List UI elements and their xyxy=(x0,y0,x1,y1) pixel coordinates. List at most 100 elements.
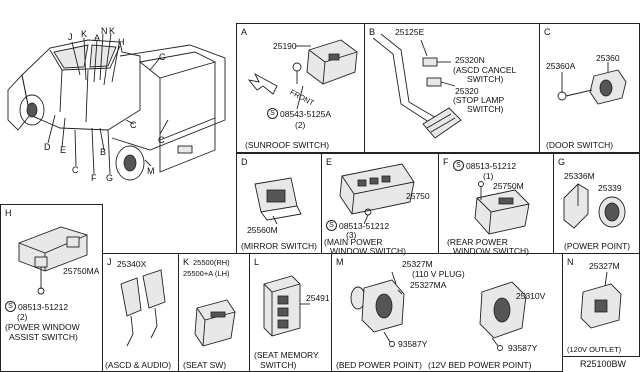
part-25560m: 25560M xyxy=(247,225,278,235)
part-25750ma: 25750MA xyxy=(63,266,100,276)
part-08513-51212-f: 08513-51212 xyxy=(466,161,517,171)
part-25360: 25360 xyxy=(596,53,620,63)
ascd-cancel-switch-label: SWITCH) xyxy=(467,74,504,84)
bed-power-point-drawing xyxy=(350,271,527,351)
mirror-switch-drawing xyxy=(254,177,302,225)
panel-j-ascd-audio: J 25340X (ASCD & AUDIO) xyxy=(102,253,179,372)
part-25125e: 25125E xyxy=(395,27,425,37)
part-25500a-lh: 25500+A (LH) xyxy=(183,269,230,278)
panel-m-letter: M xyxy=(336,257,344,267)
screw-symbol: S xyxy=(267,108,278,119)
part-08513-51212-h: 08513-51212 xyxy=(18,302,69,312)
part-25320n: 25320N xyxy=(455,55,485,65)
caption-power-point: (POWER POINT) xyxy=(564,241,631,251)
pedal-switch-drawing xyxy=(372,33,462,139)
ascd-cancel-label: (ASCD CANCEL xyxy=(453,65,517,75)
callout-k: K xyxy=(81,29,88,39)
panel-c-letter: C xyxy=(544,27,551,37)
callout-a: A xyxy=(94,33,101,43)
caption-rear-power: (REAR POWER xyxy=(447,237,508,247)
stop-lamp-switch-label: SWITCH) xyxy=(467,104,504,114)
seat-switch-drawing xyxy=(194,299,236,347)
callout-c-mid: C xyxy=(130,120,137,130)
callout-m: M xyxy=(147,166,155,176)
part-25327m: 25327M xyxy=(402,259,433,269)
part-25336m: 25336M xyxy=(564,171,595,181)
part-93587y-right: 93587Y xyxy=(508,343,538,353)
panel-f-rear-window-switch: F S 08513-51212 (1) 25750M (REAR POWER W… xyxy=(438,153,554,256)
callout-g: G xyxy=(106,173,114,183)
panel-k-seat-switch: K 25500(RH) 25500+A (LH) (SEAT SW) xyxy=(178,253,250,372)
panel-m-bed-power-point: M 25327M (110 V PLUG) 25327MA 93587Y 253… xyxy=(331,253,563,372)
rear-window-switch-drawing xyxy=(474,181,530,235)
part-25500-rh: 25500(RH) xyxy=(193,258,230,267)
caption-assist-switch: ASSIST SWITCH) xyxy=(9,332,78,342)
panel-a-sunroof-switch: A 25190 FRONT S 08543-5125A (2) (SUNROOF… xyxy=(236,23,365,153)
panel-g-letter: G xyxy=(558,157,566,167)
panel-h-window-assist-switch: H 25750MA S 08513-51212 (2) (POWER WINDO… xyxy=(0,204,103,372)
part-25750m: 25750M xyxy=(493,181,524,191)
caption-power-window: (POWER WINDOW xyxy=(5,322,80,332)
caption-main-power: (MAIN POWER xyxy=(324,237,383,247)
part-25320: 25320 xyxy=(455,86,479,96)
panel-l-seat-memory-switch: L 25491 (SEAT MEMORY SWITCH) xyxy=(249,253,332,372)
part-25339: 25339 xyxy=(598,183,622,193)
part-25327m-n: 25327M xyxy=(589,261,620,271)
panel-b-letter: B xyxy=(369,27,376,37)
plug-110v-label: (110 V PLUG) xyxy=(412,269,465,279)
panel-d-letter: D xyxy=(241,157,248,167)
callout-b: B xyxy=(100,147,107,157)
stop-lamp-label: (STOP LAMP xyxy=(453,95,505,105)
part-25491: 25491 xyxy=(306,293,330,303)
caption-mirror-switch: (MIRROR SWITCH) xyxy=(241,241,318,251)
part-a-qty: (2) xyxy=(295,120,306,130)
panel-k-letter: K xyxy=(183,257,190,267)
caption-seat-memory-switch: SWITCH) xyxy=(260,360,297,370)
callout-n: N xyxy=(101,26,108,36)
panel-n-letter: N xyxy=(567,257,574,267)
callout-j: J xyxy=(68,32,73,42)
seat-memory-switch-drawing xyxy=(263,275,310,337)
callout-c-bottom: C xyxy=(72,165,79,175)
ascd-audio-switch-drawing xyxy=(120,269,166,347)
panel-h-letter: H xyxy=(5,208,12,218)
part-08513-51212-e: 08513-51212 xyxy=(339,221,390,231)
part-e-qty: (3) xyxy=(346,230,357,240)
window-assist-switch-drawing xyxy=(18,226,88,295)
panel-e-letter: E xyxy=(326,157,333,167)
main-window-switch-drawing xyxy=(339,163,415,225)
panel-b-ascd-stop-lamp: B 25125E 25320N (ASCD CANCEL SWITCH) 253… xyxy=(364,23,540,153)
part-93587y-left: 93587Y xyxy=(398,339,428,349)
panel-d-mirror-switch: D 25560M (MIRROR SWITCH) xyxy=(236,153,322,254)
part-08543-5125a: 08543-5125A xyxy=(280,109,332,119)
screw-symbol: S xyxy=(453,160,464,171)
panel-n-120v-outlet: N 25327M (120V OUTLET) xyxy=(562,253,640,357)
panel-e-main-window-switch: E 25750 S 08513-51212 (3) (MAIN POWER WI… xyxy=(321,153,439,255)
panel-f-letter: F xyxy=(443,157,449,167)
panel-j-letter: J xyxy=(107,257,112,267)
door-switch-drawing xyxy=(557,62,627,105)
part-h-qty: (2) xyxy=(17,312,28,322)
callout-k2: K xyxy=(109,26,116,36)
callout-c-top: C xyxy=(159,52,166,62)
screw-symbol: S xyxy=(5,301,16,312)
caption-ascd-audio: (ASCD & AUDIO) xyxy=(105,360,172,370)
sunroof-switch-drawing xyxy=(247,39,358,110)
caption-seat-memory: (SEAT MEMORY xyxy=(254,350,319,360)
part-25750: 25750 xyxy=(406,191,430,201)
caption-120v-outlet: (120V OUTLET) xyxy=(567,345,622,354)
callout-f: F xyxy=(91,173,97,183)
caption-rear-window-switch: WINDOW SWITCH) xyxy=(453,246,530,256)
panel-l-letter: L xyxy=(254,257,260,267)
part-25360a: 25360A xyxy=(546,61,576,71)
panel-a-letter: A xyxy=(241,27,248,37)
callout-h: H xyxy=(118,37,125,47)
part-25327ma: 25327MA xyxy=(410,280,447,290)
caption-door-switch: (DOOR SWITCH) xyxy=(546,140,614,150)
power-point-drawing xyxy=(563,183,626,229)
truck-illustration xyxy=(7,33,226,181)
diagram-id: R25100BW xyxy=(580,359,627,369)
part-25310v: 25310V xyxy=(516,291,546,301)
caption-sunroof-switch: (SUNROOF SWITCH) xyxy=(245,140,330,150)
